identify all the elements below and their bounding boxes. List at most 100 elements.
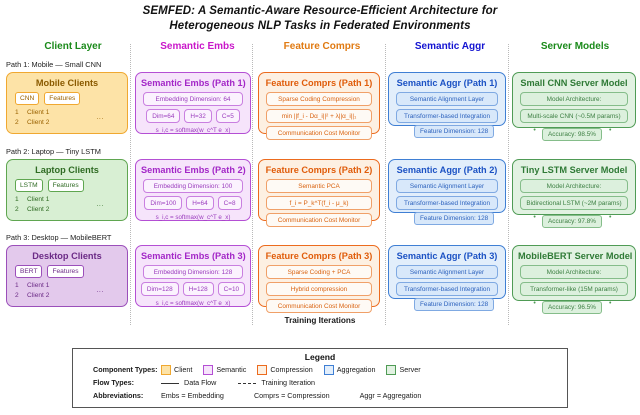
compression-formula-pill: min ||f_i - Dα_i||² + λ||α_i||₁: [266, 109, 372, 123]
aggregation-layer-pill: Semantic Alignment Layer: [396, 265, 498, 279]
model-architecture-value-pill: Multi-scale CNN (~0.5M params): [520, 109, 628, 123]
column-header-semantic-embs: Semantic Embs: [160, 41, 235, 52]
column-divider-3: [385, 44, 386, 325]
client-chip-row: BERT Features: [12, 265, 122, 278]
semantic-embs-node-2[interactable]: Semantic Embs (Path 2) Embedding Dimensio…: [135, 159, 251, 221]
legend-item-semantic: Semantic: [203, 364, 246, 376]
legend-abbrev-label: Abbreviations:: [93, 391, 144, 400]
client-chip-features[interactable]: Features: [47, 265, 84, 278]
semantic-embs-node-1[interactable]: Semantic Embs (Path 1)Embedding Dimensio…: [135, 72, 251, 134]
semantic-param-pill: H=128: [182, 282, 214, 296]
semantic-param-pill: C=5: [215, 109, 240, 123]
semantic-aggr-title: Semantic Aggr (Path 1): [396, 78, 498, 88]
semantic-formula: s_i,c = softmax(w_c^T e_x): [155, 300, 231, 307]
client-item-index: 1: [15, 109, 19, 116]
accuracy-badge: Accuracy: 96.5%: [542, 301, 602, 314]
client-list-item[interactable]: 1 Client 1: [15, 108, 122, 118]
server-model-title: Tiny LSTM Server Model: [520, 165, 628, 175]
legend-title: Legend: [304, 352, 336, 362]
legend-component-label: Component Types:: [93, 365, 158, 374]
accuracy-badge: Accuracy: 97.8%: [542, 215, 602, 228]
semantic-embs-node-3[interactable]: Semantic Embs (Path 3)Embedding Dimensio…: [135, 245, 251, 307]
feature-dimension-badge: Feature Dimension: 128: [414, 298, 495, 311]
legend-swatch-aggregation: [323, 365, 334, 375]
aggregation-layer-pill: Semantic Alignment Layer: [396, 92, 498, 106]
semantic-aggr-node-2[interactable]: Semantic Aggr (Path 2)Semantic Alignment…: [388, 159, 506, 213]
legend-swatch-client: [161, 365, 171, 375]
client-item-name: Client 1: [27, 109, 50, 116]
communication-cost-monitor-pill: Communication Cost Monitor: [266, 213, 372, 227]
client-chip-bert[interactable]: BERT: [15, 265, 43, 278]
legend-flow-label-dashed: Training Iteration: [261, 378, 316, 387]
semantic-aggr-title: Semantic Aggr (Path 3): [396, 251, 498, 261]
column-header-client-layer: Client Layer: [44, 41, 102, 52]
semantic-aggr-node-1[interactable]: Semantic Aggr (Path 1) Semantic Alignment…: [388, 72, 506, 126]
semantic-embs-title: Semantic Embs (Path 3): [141, 251, 246, 261]
feature-comprs-title: Feature Comprs (Path 2): [265, 165, 373, 175]
embedding-dimension-pill: Embedding Dimension: 100: [143, 179, 243, 193]
title-line-2: Heterogeneous NLP Tasks in Federated Env…: [169, 20, 471, 32]
legend-flow-training-iteration: Training Iteration: [238, 377, 315, 389]
path-label-1: Path 1: Mobile — Small CNN: [6, 60, 102, 69]
client-item-index: 1: [15, 196, 19, 203]
column-header-semantic-aggr: Semantic Aggr: [414, 41, 486, 52]
client-chip-lstm[interactable]: LSTM: [15, 179, 43, 192]
client-item-index: 1: [15, 282, 19, 289]
page-title: SEMFED: A Semantic-Aware Resource-Effici…: [0, 0, 640, 34]
compression-method-pill: Sparse Coding + PCA: [266, 265, 372, 279]
server-model-title: MobileBERT Server Model: [518, 251, 633, 261]
feature-comprs-node-1[interactable]: Feature Comprs (Path 1)Sparse Coding Com…: [258, 72, 380, 140]
semantic-param-pill: H=64: [186, 196, 214, 210]
semantic-aggr-node-3[interactable]: Semantic Aggr (Path 3) Semantic Alignment…: [388, 245, 506, 299]
semantic-param-pill: Dim=64: [146, 109, 181, 123]
accuracy-badge: Accuracy: 98.5%: [542, 128, 602, 141]
semantic-param-pill: Dim=128: [140, 282, 179, 296]
model-architecture-label-pill: Model Architecture:: [520, 92, 628, 106]
client-item-name: Client 1: [27, 282, 50, 289]
model-architecture-value-pill: Transformer-like (15M params): [520, 282, 628, 296]
client-item-index: 2: [15, 119, 19, 126]
client-item-name: Client 2: [27, 292, 50, 299]
feature-dimension-badge: Feature Dimension: 128: [414, 125, 495, 138]
legend-abbreviation-3: Aggr = Aggregation: [359, 391, 422, 400]
client-chip-cnn[interactable]: CNN: [15, 92, 40, 105]
feature-comprs-title: Feature Comprs (Path 1): [265, 78, 373, 88]
semantic-param-pill: C=10: [217, 282, 246, 296]
column-header-feature-comprs: Feature Comprs: [283, 41, 361, 52]
legend-line-dashed: [238, 382, 257, 384]
aggregation-layer-pill: Transformer-based Integration: [396, 196, 498, 210]
legend-label-server: Server: [399, 365, 421, 374]
legend-label-aggregation: Aggregation: [336, 365, 376, 374]
feature-comprs-node-3[interactable]: Feature Comprs (Path 3)Sparse Coding + P…: [258, 245, 380, 313]
legend-line-solid: [161, 382, 179, 384]
client-list-item[interactable]: 1 Client 1: [15, 281, 122, 291]
title-line-1: SEMFED: A Semantic-Aware Resource-Effici…: [142, 5, 498, 17]
server-model-title: Small CNN Server Model: [520, 78, 628, 88]
client-chip-features[interactable]: Features: [44, 92, 81, 105]
legend-abbreviation-1: Embs = Embedding: [161, 391, 224, 400]
client-chip-features[interactable]: Features: [47, 179, 84, 192]
legend-swatch-server: [386, 365, 397, 375]
semantic-embs-title: Semantic Embs (Path 1): [141, 78, 246, 88]
semantic-embs-title: Semantic Embs (Path 2): [141, 165, 246, 175]
legend-flow-label-solid: Data Flow: [184, 378, 217, 387]
semantic-formula: s_i,c = softmax(w_c^T e_x): [155, 127, 231, 134]
legend-flow-data-flow: Data Flow: [161, 377, 216, 389]
